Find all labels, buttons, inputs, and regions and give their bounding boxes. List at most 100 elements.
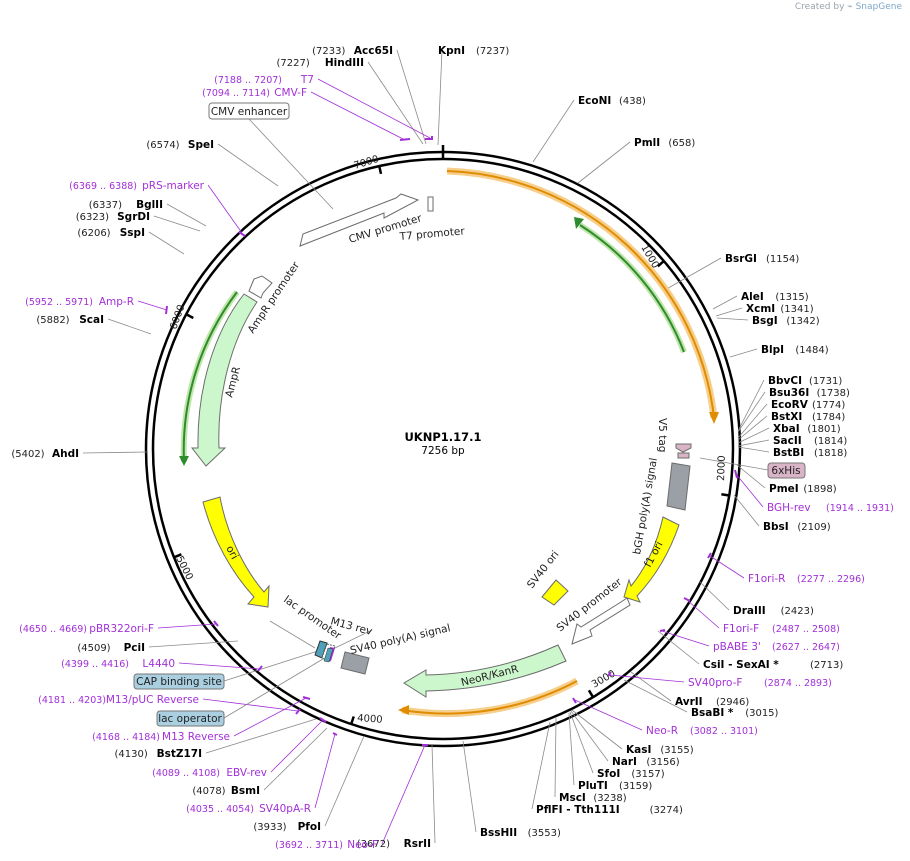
t7-promoter-box (427, 196, 434, 212)
site-leader (148, 640, 239, 648)
primer-position: (4399 .. 4416) (61, 659, 129, 670)
site-name: XbaI (773, 423, 800, 435)
v5-tag-box (675, 443, 692, 453)
site-leader (712, 295, 738, 310)
primer-m13-reverse: M13 Reverse(4168 .. 4184) (92, 731, 230, 743)
primer-position: (1914 .. 1931) (826, 503, 894, 514)
site-position: (4509) (77, 643, 110, 654)
site-position: (3933) (253, 822, 286, 833)
site-name: ScaI (79, 314, 104, 326)
site-bstbi: BstBI(1818) (773, 447, 847, 459)
site-bsshii: BssHII(3553) (480, 827, 561, 839)
site-leader (737, 379, 765, 432)
primer-mark-m13rev (302, 696, 311, 700)
site-leader (462, 740, 477, 833)
snapgene-logo-icon: ⌁ (847, 2, 853, 12)
site-name: PciI (124, 642, 145, 654)
orf-arcs (398, 167, 719, 718)
ori-arrow (202, 496, 270, 608)
site-position: (6206) (77, 228, 110, 239)
site-name: DraIII (733, 605, 766, 617)
primer-name: Neo-F (347, 839, 378, 851)
neor-kanr-arrow (403, 644, 567, 698)
primer-leader (709, 555, 745, 579)
primer-position: (2277 .. 2296) (797, 574, 865, 585)
site-leader (396, 49, 427, 145)
primer-sv40pro-f: SV40pro-F(2874 .. 2893) (688, 677, 832, 689)
primer-position: (3082 .. 3101) (690, 726, 758, 737)
site-bbsi: BbsI(2109) (763, 521, 831, 533)
primer-amp-r: Amp-R(5952 .. 5971) (25, 296, 134, 308)
site-name: BssHII (480, 827, 517, 839)
site-name: BstBI (773, 447, 804, 459)
site-econi: EcoNI(438) (578, 95, 646, 107)
site-leader (431, 744, 436, 844)
label-lac-operator: lac operator (158, 713, 222, 725)
site-scai: ScaI (5882) (36, 314, 104, 326)
site-name: XcmI (746, 303, 775, 315)
credit-brand: SnapGene (855, 2, 902, 12)
primer-position: (4168 .. 4184) (92, 732, 160, 743)
site-name: SpeI (188, 139, 214, 151)
site-position: (438) (619, 96, 646, 107)
site-name: PluTI (578, 780, 608, 792)
primer-leader (574, 699, 643, 731)
primer-l4440: L4440(4399 .. 4416) (61, 658, 175, 670)
site-pmli: PmlI(658) (634, 137, 695, 149)
primer-mark-l4440 (257, 665, 263, 672)
primer-mark-sv40pro (607, 671, 612, 677)
site-leader (737, 439, 770, 447)
his-tag-box (677, 452, 690, 459)
site-bbvci: BbvCI(1731) (768, 375, 842, 387)
primer-labels: T7(7188 .. 7207)CMV-F(7094 .. 7114)pRS-m… (19, 74, 894, 851)
primer-position: (2487 .. 2508) (772, 624, 840, 635)
site-sspi: SspI (6206) (77, 227, 145, 239)
site-pcii: PciI (4509) (77, 642, 145, 654)
site-spei: SpeI(6574) (146, 139, 214, 151)
primer-position: (4181 .. 4203) (38, 695, 106, 706)
site-leader (166, 203, 207, 227)
site-leader (662, 257, 722, 292)
primer-neo-r: Neo-R (3082 .. 3101) (646, 725, 758, 737)
site-position: (1342) (786, 316, 819, 327)
site-leader (205, 718, 317, 754)
site-name: CsiI - SexAI * (703, 659, 779, 671)
tick-3000 (587, 689, 595, 698)
primer-mark-prs (238, 231, 246, 237)
green-orf-right (579, 224, 685, 353)
site-nari: NarI(3156) (612, 756, 680, 768)
primer-name: Neo-R (646, 725, 678, 737)
features (190, 193, 692, 698)
site-name: PmlI (634, 137, 660, 149)
site-name: RsrII (404, 838, 431, 850)
label-his6: 6xHis (771, 465, 800, 477)
orf-arc-bottom (401, 680, 578, 715)
primer-name: pBR322ori-F (89, 623, 154, 635)
label-ori: ori (223, 544, 240, 562)
label-ampr-promoter: AmpR promoter (246, 259, 303, 335)
site-leader (737, 427, 770, 444)
site-leader (367, 61, 424, 145)
site-position: (5882) (36, 315, 69, 326)
site-position: (1784) (812, 412, 845, 423)
site-pmei: PmeI(1898) (769, 483, 837, 495)
site-leader (153, 215, 201, 232)
tick-2000 (721, 492, 730, 497)
site-position: (1341) (780, 304, 813, 315)
lac-operator-label-box (156, 710, 225, 727)
site-bsmi: BsmI(4078) (192, 785, 260, 797)
primer-position: (5952 .. 5971) (25, 297, 93, 308)
primer-mark-bgh (734, 469, 738, 479)
primer-mark-f1f (683, 597, 691, 602)
site-name: Bsu36I (769, 387, 809, 399)
primer-f1ori-f: F1ori-F(2487 .. 2508) (723, 623, 840, 635)
site-position: (1801) (807, 424, 840, 435)
primer-name: SV40pro-F (688, 677, 742, 689)
site-name: SspI (120, 227, 145, 239)
site-position: (1154) (766, 254, 799, 265)
tick-7000 (378, 165, 383, 175)
site-draiii: DraIII(2423) (733, 605, 814, 617)
site-name: BsgI (752, 315, 778, 327)
site-name: Acc65I (354, 45, 393, 57)
primer-name: pBABE 3' (713, 641, 761, 653)
